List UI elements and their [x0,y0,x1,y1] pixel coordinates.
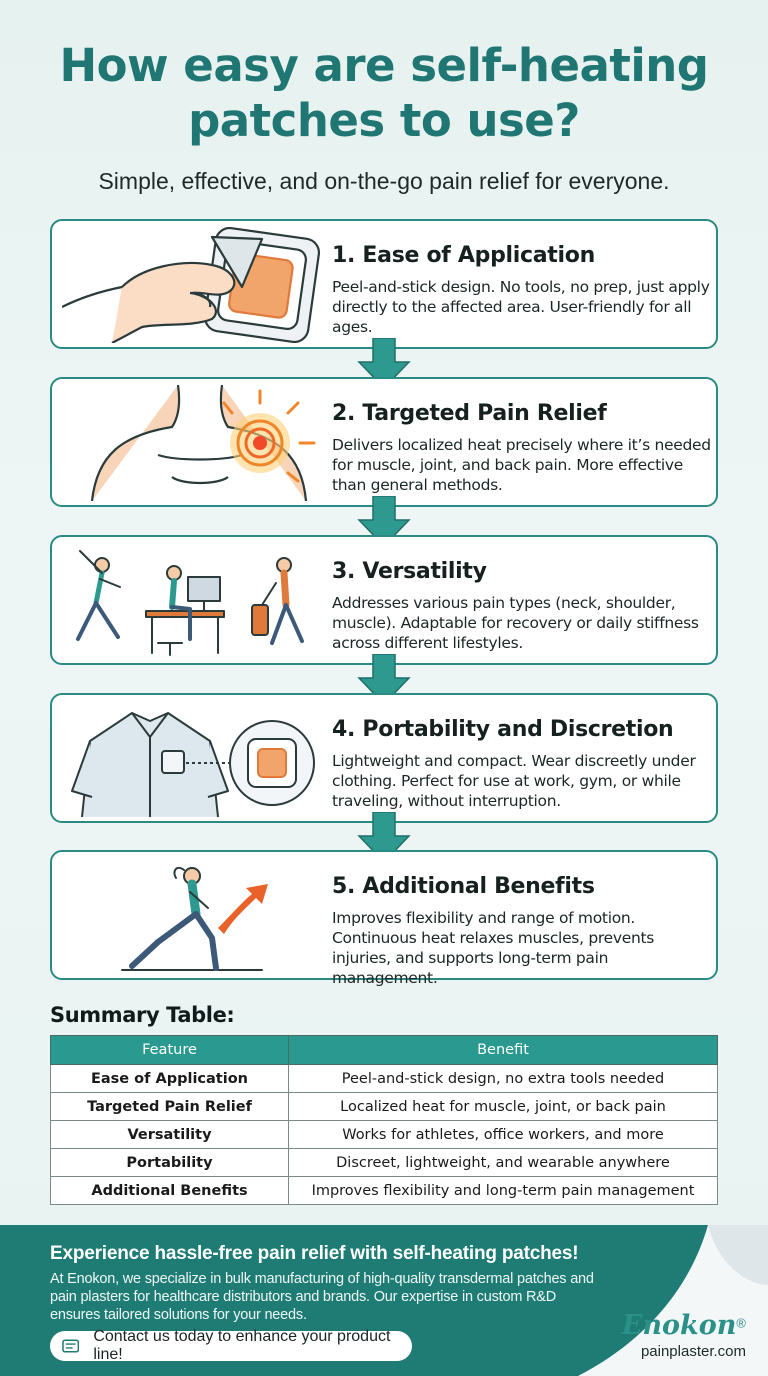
table-row: Ease of Application Peel-and-stick desig… [50,1064,718,1093]
shirt-patch-icon [71,712,315,817]
footer-headline: Experience hassle-free pain relief with … [50,1243,579,1264]
card-versatility: 3. Versatility Addresses various pain ty… [50,535,718,665]
table-cell-benefit: Localized heat for muscle, joint, or bac… [288,1092,718,1121]
hand-peeling-patch-icon [62,227,321,343]
table-header-benefit: Benefit [288,1035,718,1065]
card-portability-and-discretion: 4. Portability and Discretion Lightweigh… [50,693,718,823]
title-line-1: How easy are self-heating [59,39,709,92]
table-header-row: Feature Benefit [50,1035,718,1065]
page-subtitle: Simple, effective, and on-the-go pain re… [98,168,670,194]
table-row: Versatility Works for athletes, office w… [50,1120,718,1149]
lifestyle-people-icon [76,550,304,656]
table-cell-feature: Versatility [50,1120,289,1149]
card-ease-of-application: 1. Ease of Application Peel-and-stick de… [50,219,718,349]
footer-banner: Experience hassle-free pain relief with … [0,1225,768,1376]
contact-label: Contact us today to enhance your product… [93,1328,391,1363]
table-cell-benefit: Improves flexibility and long-term pain … [288,1176,718,1205]
title-line-2: patches to use? [188,94,580,147]
table-cell-feature: Portability [50,1148,289,1177]
card-title: 5. Additional Benefits [332,874,595,899]
card-body: Peel-and-stick design. No tools, no prep… [332,278,710,336]
card-title: 2. Targeted Pain Relief [332,401,607,426]
message-icon [62,1339,80,1353]
card-title: 1. Ease of Application [332,243,595,268]
page-curl-decoration [578,1225,768,1376]
footer-body: At Enokon, we specialize in bulk manufac… [50,1271,594,1323]
shoulder-heat-icon [90,385,316,501]
card-body: Improves flexibility and range of motion… [332,909,655,987]
brand-logo: Enokon [621,1310,737,1341]
lunge-stretch-icon [121,866,268,971]
card-body: Lightweight and compact. Wear discreetly… [332,752,696,810]
table-cell-feature: Targeted Pain Relief [50,1092,289,1121]
card-body: Delivers localized heat precisely where … [332,436,711,494]
card-body: Addresses various pain types (neck, shou… [332,594,699,652]
contact-button[interactable]: Contact us today to enhance your product… [50,1328,412,1363]
card-additional-benefits: 5. Additional Benefits Improves flexibil… [50,850,718,987]
arrow-down-icon [357,654,411,706]
card-title: 3. Versatility [332,559,487,584]
arrow-down-icon [357,496,411,548]
table-row: Additional Benefits Improves flexibility… [50,1176,718,1205]
trend-arrow [218,884,268,934]
table-cell-feature: Additional Benefits [50,1176,289,1205]
table-cell-benefit: Peel-and-stick design, no extra tools ne… [288,1064,718,1093]
arrow-down-icon [357,338,411,390]
table-cell-benefit: Discreet, lightweight, and wearable anyw… [288,1148,718,1177]
table-row: Portability Discreet, lightweight, and w… [50,1148,718,1177]
page-title: How easy are self-heating patches to use… [0,38,768,148]
summary-table: Feature Benefit Ease of Application Peel… [50,1035,718,1205]
brand-url[interactable]: painplaster.com [640,1343,746,1360]
brand-block: Enokon® painplaster.com [622,1310,746,1360]
registered-mark: ® [736,1315,746,1331]
card-targeted-pain-relief: 2. Targeted Pain Relief Delivers localiz… [50,377,718,507]
summary-label: Summary Table: [50,1003,235,1027]
table-row: Targeted Pain Relief Localized heat for … [50,1092,718,1121]
table-cell-benefit: Works for athletes, office workers, and … [288,1120,718,1149]
table-header-feature: Feature [50,1035,289,1065]
table-cell-feature: Ease of Application [50,1064,289,1093]
card-title: 4. Portability and Discretion [332,717,674,742]
arrow-down-icon [357,812,411,864]
